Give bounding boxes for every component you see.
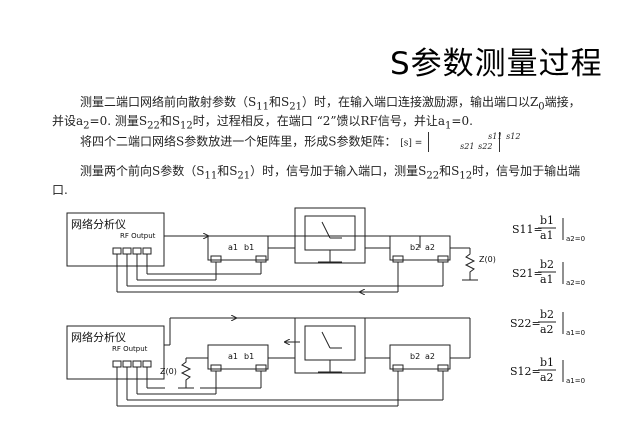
eq-s22-den: a2 [540, 323, 554, 336]
eq-s22-num: b2 [540, 308, 554, 321]
b2-label-top: b2 [410, 243, 420, 252]
eq-s12-cond: a1=0 [566, 377, 585, 385]
dut-box [294, 207, 366, 264]
reverse-setup [66, 317, 471, 407]
coupler-port2-bottom [389, 344, 451, 370]
a2-label-bottom: a2 [425, 352, 435, 361]
forward-setup [66, 207, 478, 292]
eq-s21: S21= b2 a1 a2=0 [512, 258, 585, 287]
eq-s11-den: a1 [540, 229, 554, 242]
z0-label-top: Z(0) [479, 255, 496, 264]
matrix-label: [s] = [400, 138, 423, 149]
eq-s22: S22= b2 a2 a1=0 [510, 308, 585, 337]
paragraph-forward-reverse: 测量二端口网络前向散射参数（S11和S21）时，在输入端口连接激励源，输出端口以… [52, 95, 581, 132]
eq-s11-num: b1 [540, 214, 554, 227]
rf-output-label-top: RF Output [120, 232, 156, 240]
eq-s11: S11= b1 a1 a2=0 [512, 214, 585, 243]
dut-box-bottom [294, 317, 366, 374]
analyzer-label-bottom: 网络分析仪 [71, 330, 126, 344]
eq-s21-lhs: S21= [512, 267, 543, 280]
eq-s11-cond: a2=0 [566, 235, 585, 243]
paragraph-measurement: 测量两个前向S参数（S11和S21）时，信号加于输入端口，测量S22和S12时，… [52, 164, 581, 198]
analyzer-label-top: 网络分析仪 [71, 217, 126, 231]
network-analyzer-box [66, 212, 165, 267]
slide-title: S参数测量过程 [390, 46, 603, 82]
z0-label-bottom: Z(0) [160, 367, 177, 376]
eq-s21-den: a1 [540, 273, 554, 286]
a2-label-top: a2 [425, 243, 435, 252]
eq-s22-lhs: S22= [510, 317, 541, 330]
eq-s12-lhs: S12= [510, 365, 541, 378]
a1-label-bottom: a1 [228, 352, 238, 361]
eq-s12-num: b1 [540, 356, 554, 369]
coupler-port1-bottom [207, 344, 269, 370]
eq-s12-den: a2 [540, 371, 554, 384]
b2-label-bottom: b2 [410, 352, 420, 361]
rf-output-label-bottom: RF Output [112, 345, 148, 353]
b1-label-bottom: b1 [244, 352, 254, 361]
eq-s21-cond: a2=0 [566, 279, 585, 287]
a1-label-top: a1 [228, 243, 238, 252]
eq-s11-lhs: S11= [512, 223, 543, 236]
b1-label-top: b1 [244, 243, 254, 252]
network-analyzer-box-bottom [66, 325, 165, 380]
eq-s12: S12= b1 a2 a1=0 [510, 356, 585, 385]
eq-s22-cond: a1=0 [566, 329, 585, 337]
eq-s21-num: b2 [540, 258, 554, 271]
